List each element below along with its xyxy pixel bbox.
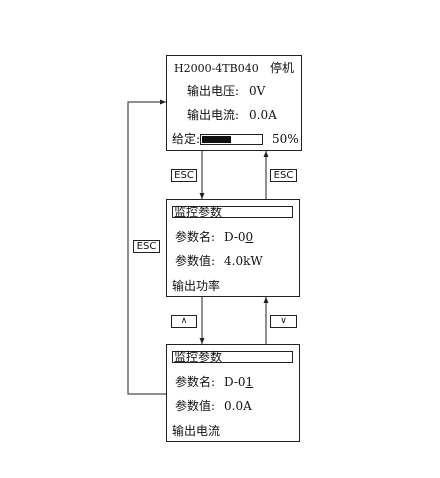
param-description: 输出功率 <box>172 279 221 293</box>
arrowhead-loop <box>160 99 166 105</box>
esc-key-to-monitor[interactable]: ESC <box>171 169 197 182</box>
given-label: 给定: <box>172 132 201 146</box>
up-key[interactable]: ∧ <box>171 315 197 328</box>
esc-key-to-run-status[interactable]: ESC <box>270 169 297 182</box>
param-value-label: 参数值: <box>175 254 216 268</box>
param-code-cursor: 1 <box>245 375 254 389</box>
lcd-monitor-param-screen-d01: 监控参数 参数名: D-01 参数值: 0.0A 输出电流 <box>166 344 300 442</box>
down-key[interactable]: ∨ <box>270 315 297 328</box>
param-code: D-01 <box>224 375 253 389</box>
line-loop-back <box>127 101 166 395</box>
arrowhead-down-1 <box>199 193 205 199</box>
param-code-cursor: 0 <box>245 230 254 244</box>
param-name-label: 参数名: <box>175 375 216 389</box>
arrowhead-down-2 <box>199 338 205 344</box>
param-code-prefix: D-0 <box>224 230 246 244</box>
output-voltage-label: 输出电压: <box>187 84 240 98</box>
given-progress-bar <box>200 134 263 145</box>
esc-key-loop-back[interactable]: ESC <box>133 240 160 253</box>
given-percent: 50% <box>272 132 299 146</box>
param-value: 4.0kW <box>224 254 263 268</box>
given-progress-fill <box>202 136 231 143</box>
param-value: 0.0A <box>224 399 252 413</box>
output-current-label: 输出电流: <box>187 108 240 122</box>
output-voltage-value: 0V <box>249 84 266 98</box>
param-code-prefix: D-0 <box>224 375 246 389</box>
lcd-run-status-screen: H2000-4TB040 停机 输出电压: 0V 输出电流: 0.0A 给定: … <box>166 55 302 151</box>
param-code: D-00 <box>224 230 253 244</box>
arrowhead-up-1 <box>263 151 269 157</box>
model-number: H2000-4TB040 <box>174 62 259 75</box>
param-description: 输出电流 <box>172 424 221 438</box>
run-status: 停机 <box>269 61 294 75</box>
screen-title: 监控参数 <box>172 206 293 218</box>
screen-title: 监控参数 <box>172 351 293 363</box>
param-name-label: 参数名: <box>175 230 216 244</box>
output-current-value: 0.0A <box>249 108 277 122</box>
lcd-monitor-param-screen-d00: 监控参数 参数名: D-00 参数值: 4.0kW 输出功率 <box>166 199 300 297</box>
arrowhead-up-2 <box>263 297 269 303</box>
param-value-label: 参数值: <box>175 399 216 413</box>
